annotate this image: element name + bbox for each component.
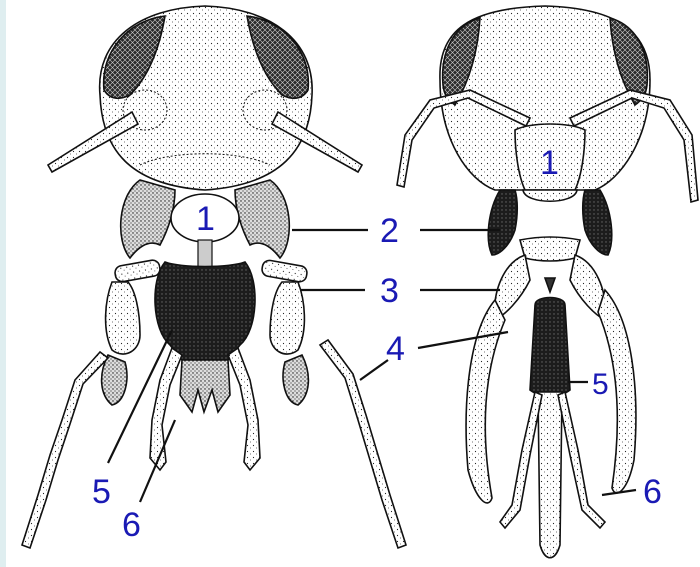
right-labial-palp-left (500, 392, 542, 528)
leader-4-left (360, 360, 388, 380)
label-3: 3 (380, 272, 399, 310)
label-6-left: 6 (122, 506, 141, 544)
label-1-right: 1 (540, 144, 559, 182)
left-mandible-left (121, 180, 175, 258)
left-labium (155, 262, 255, 360)
label-5-left: 5 (92, 473, 111, 511)
left-maxillary-palp-right (320, 340, 406, 548)
label-4: 4 (386, 330, 405, 368)
right-labial-palp-right (558, 392, 605, 528)
left-cardo-right (261, 259, 308, 283)
left-cardo-left (114, 259, 161, 283)
label-5-right: 5 (592, 368, 609, 401)
left-maxillary-palp-left (22, 352, 108, 548)
left-mandible-right (235, 180, 289, 258)
right-glossa (538, 392, 562, 558)
label-2: 2 (380, 212, 399, 250)
label-6-right: 6 (643, 473, 662, 511)
right-mandible-left (488, 190, 517, 255)
left-labial-palp-right (228, 348, 260, 470)
left-specimen (22, 6, 406, 548)
right-galea-left (466, 300, 505, 503)
left-stipes-left (106, 282, 140, 354)
label-1-left: 1 (196, 200, 215, 238)
right-prementum (530, 298, 570, 397)
right-mandible-right (583, 190, 612, 255)
left-stipes-right (270, 282, 304, 354)
